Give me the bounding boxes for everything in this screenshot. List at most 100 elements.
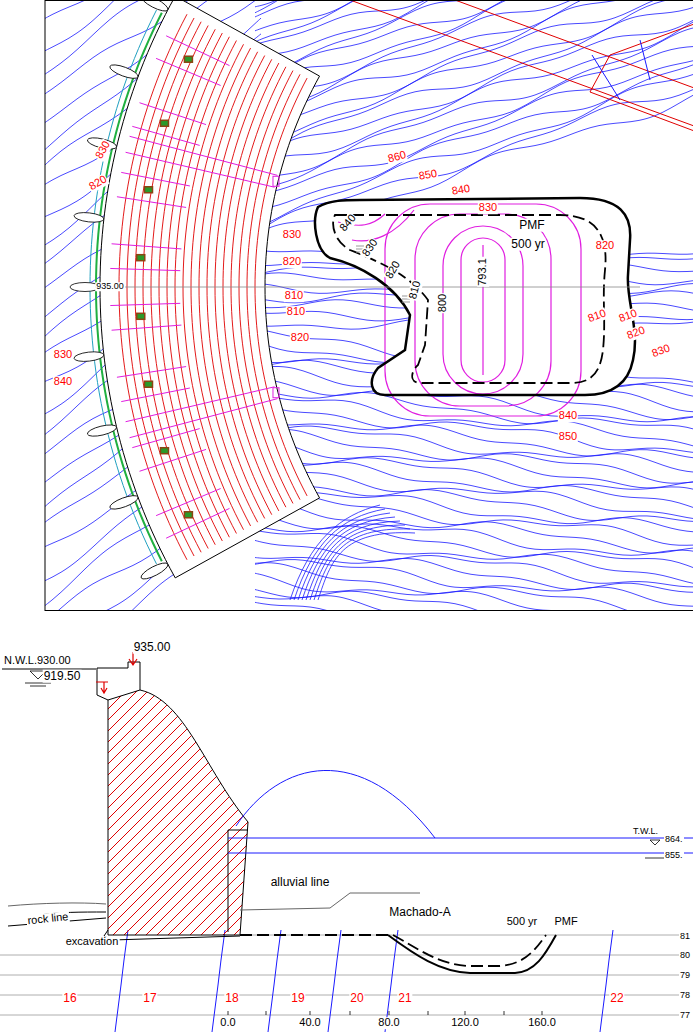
- contour-line: [255, 500, 693, 553]
- chute-wall: [166, 508, 229, 538]
- chute-wall: [132, 126, 199, 145]
- contour-label: 820: [290, 332, 310, 344]
- contour-label: 830: [53, 349, 73, 361]
- gate-symbol: [137, 255, 145, 261]
- contour-label: 810: [286, 306, 306, 318]
- chute-wall: [130, 399, 278, 438]
- gate-symbol: [160, 448, 168, 454]
- hatch-line: [86, 680, 346, 940]
- contour-label: 850: [558, 431, 578, 443]
- hatch-line: [273, 680, 533, 940]
- hatch-line: [196, 680, 456, 940]
- hatch-line: [229, 680, 489, 940]
- hatch-line: [0, 680, 236, 940]
- section-label: 78: [679, 991, 691, 1000]
- contour-label: 810: [616, 307, 639, 325]
- gully-contour: [314, 529, 410, 600]
- contour-line: [255, 58, 693, 195]
- hatch-line: [0, 680, 181, 940]
- section-label: 120.0: [450, 1017, 480, 1029]
- contour-lines: [45, 0, 693, 610]
- contour-label: 850: [417, 168, 439, 183]
- hatch-line: [251, 680, 511, 940]
- section-label: 0.0: [219, 1017, 236, 1029]
- contour-label: 820: [282, 256, 302, 268]
- contour-line: [255, 0, 693, 7]
- contour-label: 840: [450, 183, 472, 198]
- dam-axis: [95, 287, 640, 288]
- contour-tick: [402, 302, 410, 303]
- hatch-line: [0, 680, 71, 940]
- section-label: 21: [397, 992, 412, 1005]
- plunge-pool: [315, 198, 635, 416]
- contour-label: 840: [558, 410, 578, 422]
- hatch-line: [262, 680, 522, 940]
- contour-line: [255, 602, 693, 610]
- arch-dam: [70, 0, 320, 582]
- hatch-line: [0, 680, 104, 940]
- hatch-line: [394, 680, 654, 940]
- boundary-line: [350, 0, 693, 130]
- contour-label: 935.00: [95, 282, 125, 291]
- hatch-line: [339, 680, 599, 940]
- axis-ticks: [228, 1011, 542, 1015]
- section-label: 77: [679, 1011, 691, 1020]
- contour-line: [255, 15, 693, 160]
- section-view: [0, 652, 693, 1032]
- hatch-line: [240, 680, 500, 940]
- pier-nose: [139, 560, 170, 582]
- contour-line: [255, 420, 693, 458]
- flood-500yr-outline: [333, 215, 605, 383]
- pool-contour: [461, 238, 505, 382]
- section-label: 22: [609, 992, 624, 1005]
- gate-symbol: [160, 120, 168, 126]
- section-label: PMF: [553, 916, 578, 928]
- chute-end: [273, 176, 279, 186]
- contour-line: [45, 0, 261, 18]
- concrete-hatch: [0, 680, 654, 940]
- section-label: 80.0: [377, 1017, 400, 1029]
- contour-label: 830: [93, 138, 113, 161]
- contour-line: [255, 46, 693, 191]
- hatch-line: [152, 680, 412, 940]
- contour-label: 820: [86, 173, 109, 193]
- contour-line: [255, 461, 693, 511]
- contour-line: [255, 0, 693, 56]
- section-label: 20: [349, 992, 364, 1005]
- hatch-line: [130, 680, 390, 940]
- section-label: T.W.L.: [632, 827, 659, 836]
- contour-label: 820: [624, 324, 647, 342]
- borehole-line: [268, 930, 281, 1032]
- section-label: excavation: [65, 936, 120, 948]
- hatch-line: [383, 680, 643, 940]
- road-edge: [592, 40, 650, 100]
- hatch-line: [0, 680, 148, 940]
- section-label: 935.00: [133, 641, 172, 654]
- contour-label: 860: [386, 149, 409, 165]
- grid-line: [0, 1015, 680, 1016]
- gully-contour: [318, 533, 415, 600]
- foundation-line: [104, 930, 240, 940]
- contour-label: 830: [282, 229, 302, 241]
- hatch-line: [218, 680, 478, 940]
- contour-line: [255, 0, 693, 17]
- hatch-line: [284, 680, 544, 940]
- hatch-line: [20, 680, 280, 940]
- elevation-arrow: [129, 652, 137, 665]
- scour-pmf: [388, 935, 556, 973]
- contour-line: [255, 438, 693, 488]
- chute-wall: [112, 325, 182, 330]
- contour-line: [255, 0, 693, 143]
- chute-wall: [130, 136, 278, 175]
- section-label: 16: [62, 992, 77, 1005]
- contour-line: [255, 480, 693, 521]
- hatch-line: [0, 680, 159, 940]
- hatch-line: [328, 680, 588, 940]
- chute-wall: [126, 387, 275, 422]
- contour-line: [255, 494, 693, 546]
- grid-line: [0, 995, 680, 996]
- gully-contour: [298, 513, 390, 600]
- contour-label: 500 yr: [510, 238, 545, 251]
- contour-label: 800: [437, 293, 449, 313]
- chute-wall: [112, 244, 182, 249]
